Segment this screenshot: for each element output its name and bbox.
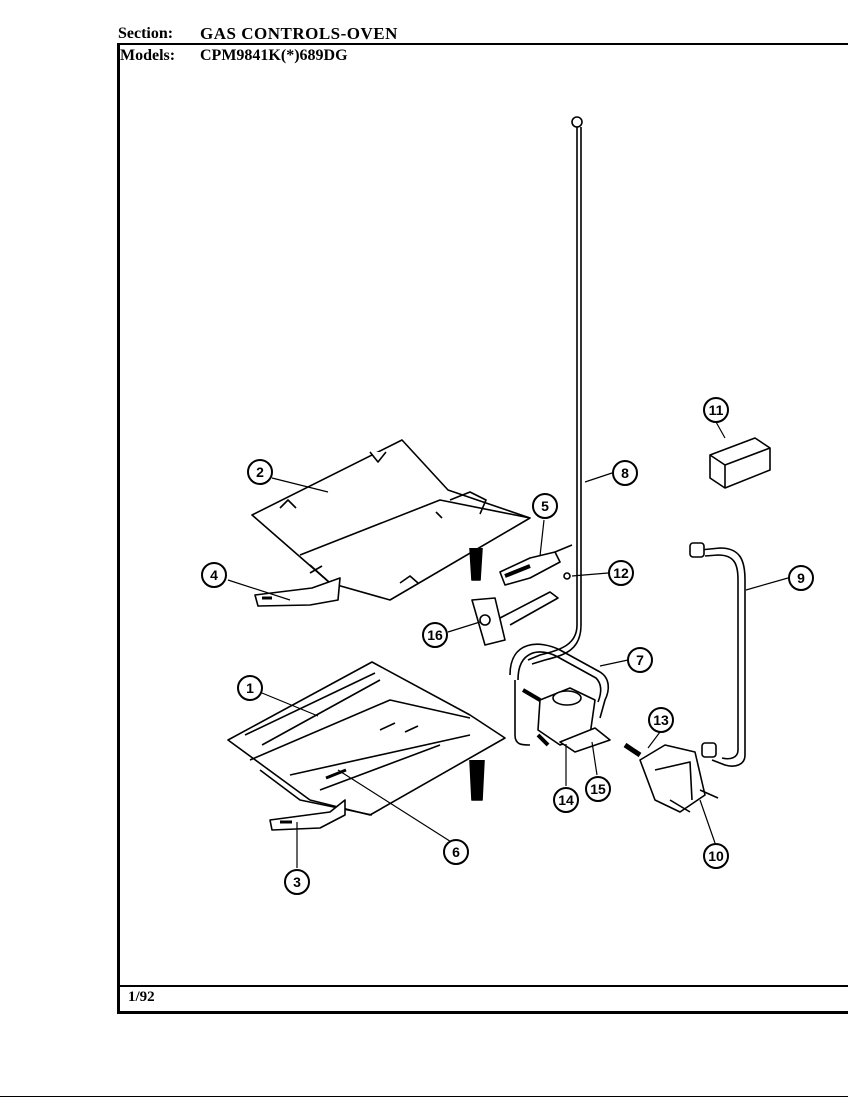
callout-12: 12 <box>608 560 634 586</box>
callout-14: 14 <box>553 787 579 813</box>
callout-number: 16 <box>427 627 443 643</box>
callout-circle <box>703 397 729 423</box>
callout-circle <box>627 647 653 673</box>
callout-number: 15 <box>590 781 606 797</box>
callout-circle <box>612 460 638 486</box>
callout-8: 8 <box>612 460 638 486</box>
upper-baffle <box>251 439 531 601</box>
callout-number: 7 <box>636 652 644 668</box>
callout-circle <box>284 869 310 895</box>
callout-circle <box>608 560 634 586</box>
callout-circle <box>237 675 263 701</box>
igniter-bracket <box>471 591 559 646</box>
callout-number: 10 <box>708 848 724 864</box>
capillary-tube <box>527 116 583 665</box>
callout-2: 2 <box>247 459 273 485</box>
callout-number: 14 <box>558 792 574 808</box>
callout-11: 11 <box>703 397 729 423</box>
callout-number: 6 <box>452 844 460 860</box>
safety-valve <box>623 742 719 813</box>
callout-7: 7 <box>627 647 653 673</box>
page-bottom-line <box>0 1096 848 1097</box>
callout-5: 5 <box>532 493 558 519</box>
callout-circle <box>553 787 579 813</box>
callout-number: 9 <box>797 570 805 586</box>
footer-divider <box>117 985 848 987</box>
callout-13: 13 <box>648 707 674 733</box>
section-label: Section: <box>118 25 174 42</box>
igniter <box>499 544 573 586</box>
callout-circle <box>247 459 273 485</box>
callout-3: 3 <box>284 869 310 895</box>
leader-lines <box>227 421 789 868</box>
callout-circle <box>585 776 611 802</box>
lower-bracket <box>269 799 346 831</box>
callout-circle <box>443 839 469 865</box>
lower-baffle <box>227 661 506 816</box>
callout-number: 1 <box>246 680 254 696</box>
callout-number: 12 <box>613 565 629 581</box>
callout-number: 3 <box>293 874 301 890</box>
callout-16: 16 <box>422 622 448 648</box>
gas-tubing <box>509 643 610 746</box>
page-frame <box>117 43 848 1014</box>
callout-number: 11 <box>709 402 724 418</box>
callout-circle <box>201 562 227 588</box>
callout-15: 15 <box>585 776 611 802</box>
callout-number: 5 <box>541 498 549 514</box>
callout-number: 8 <box>621 465 629 481</box>
upper-bracket <box>254 577 341 607</box>
callout-6: 6 <box>443 839 469 865</box>
screw <box>563 572 571 580</box>
bypass-tube <box>689 542 746 767</box>
callout-number: 4 <box>210 567 218 583</box>
callout-circle <box>703 843 729 869</box>
callout-circle <box>788 565 814 591</box>
callout-10: 10 <box>703 843 729 869</box>
section-title: GAS CONTROLS-OVEN <box>200 24 398 43</box>
callout-4: 4 <box>201 562 227 588</box>
callout-circle <box>648 707 674 733</box>
models-label: Models: <box>120 47 176 64</box>
callout-1: 1 <box>237 675 263 701</box>
callout-circle <box>422 622 448 648</box>
footer-date: 1/92 <box>128 989 155 1005</box>
models-value: CPM9841K(*)689DG <box>200 47 348 64</box>
callout-circle <box>532 493 558 519</box>
module-box <box>709 437 771 489</box>
pressure-regulator <box>521 687 611 753</box>
callout-number: 2 <box>256 464 264 480</box>
callout-9: 9 <box>788 565 814 591</box>
callout-number: 13 <box>653 712 669 728</box>
